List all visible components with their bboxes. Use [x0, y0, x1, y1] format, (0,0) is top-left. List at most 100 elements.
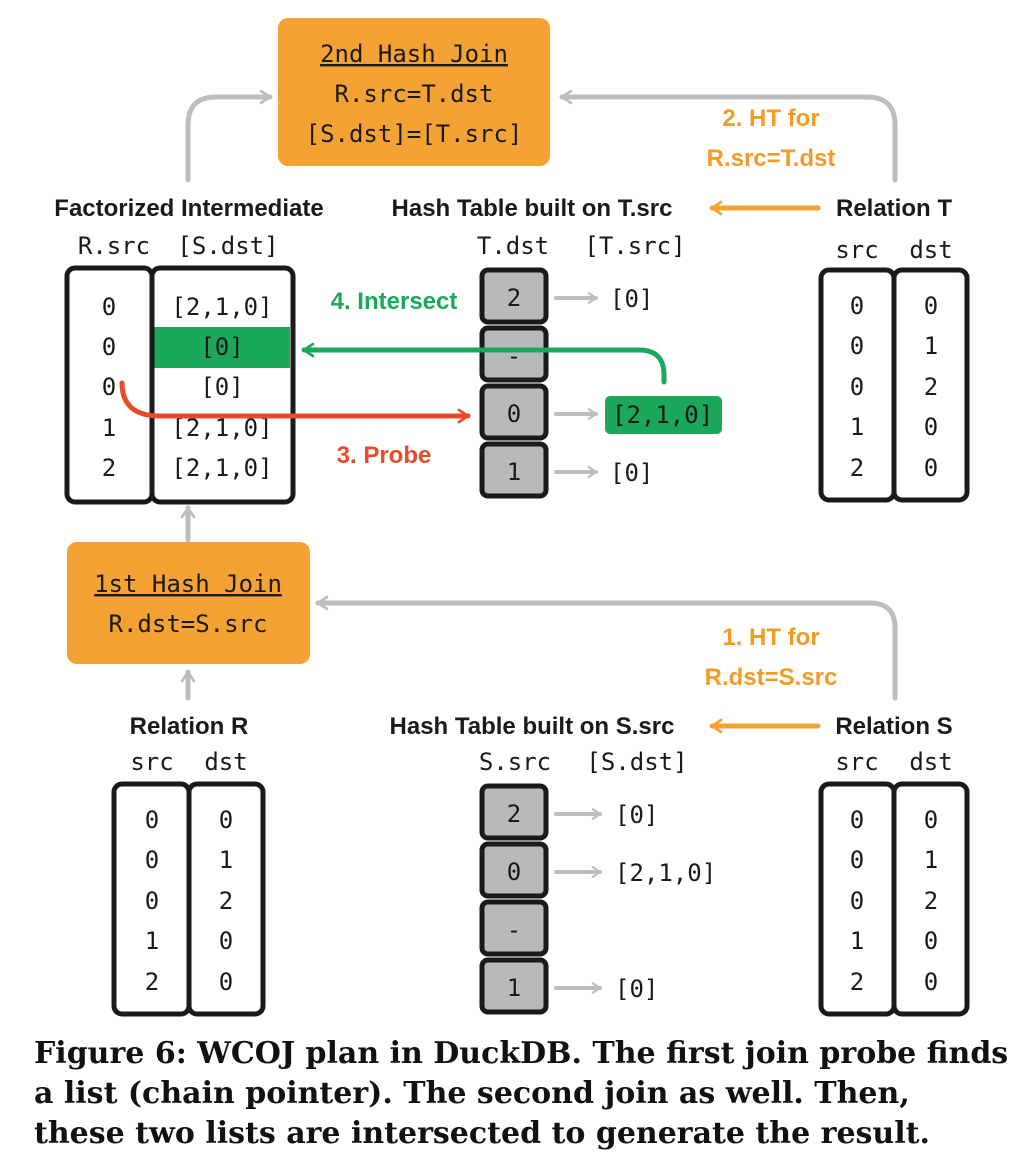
relation-t-src-cell: 2: [850, 454, 864, 482]
relation-r-dst-cell: 1: [219, 846, 233, 874]
relation-r-header-src: src: [130, 748, 173, 776]
ht-t-list: [0]: [610, 285, 653, 313]
join2-title: 2nd Hash Join: [320, 40, 508, 68]
probe-label: 3. Probe: [337, 442, 432, 469]
relation-s-dst-cell: 0: [924, 806, 938, 834]
join1-box: 1st Hash Join R.dst=S.src: [67, 542, 310, 664]
ht-s-list: [0]: [615, 801, 658, 829]
ht-t-table: 2 - 0 1 [0] [2,1,0] [0]: [479, 267, 722, 499]
relation-s-src-cell: 2: [850, 968, 864, 996]
join1-title: 1st Hash Join: [94, 570, 282, 598]
ht-t-header-key: T.dst: [477, 232, 549, 260]
step2-label-line1: 2. HT for: [722, 105, 819, 132]
relation-r-dst-cell: 0: [219, 968, 233, 996]
factorized-table: 0 [2,1,0] 0 [0] 0 [0] 1 [2,1,0] 2 [2,1,0…: [64, 265, 296, 505]
factorized-sdst-cell: [2,1,0]: [171, 454, 272, 482]
probe-arrow: [119, 380, 471, 424]
relation-s-src-cell: 0: [850, 806, 864, 834]
factorized-rsrc-cell: 2: [102, 454, 116, 482]
factorized-rsrc-cell: 1: [102, 414, 116, 442]
factorized-header-rsrc: R.src: [78, 232, 150, 260]
ht-t-list: [0]: [610, 459, 653, 487]
relation-t-title: Relation T: [836, 195, 952, 222]
factorized-rsrc-cell: 0: [102, 333, 116, 361]
flow-arrow-to-join1-right: [315, 595, 898, 701]
factorized-sdst-cell: [0]: [200, 333, 243, 361]
relation-s-src-cell: 1: [850, 927, 864, 955]
relation-r-src-cell: 2: [145, 968, 159, 996]
ht-t-key: 2: [507, 284, 521, 312]
relation-s-dst-cell: 2: [924, 887, 938, 915]
ht-t-key: 0: [507, 400, 521, 428]
relation-s-src-cell: 0: [850, 846, 864, 874]
relation-r-table: 0 0 0 1 2 0 1 2 0 0: [111, 781, 266, 1017]
ht-t-highlight-list: [605, 396, 722, 434]
factorized-title: Factorized Intermediate: [54, 195, 323, 222]
factorized-rsrc-cell: 0: [102, 373, 116, 401]
ht-t-key: -: [507, 342, 521, 370]
step2-label-line2: R.src=T.dst: [707, 145, 836, 172]
ht-s-key: 0: [507, 858, 521, 886]
relation-t-src-cell: 0: [850, 292, 864, 320]
ht-s-key: 1: [507, 974, 521, 1002]
relation-t-header-dst: dst: [909, 236, 952, 264]
relation-s-title: Relation S: [835, 713, 952, 740]
intersect-arrow: [301, 342, 667, 385]
relation-r-src-cell: 0: [145, 887, 159, 915]
step1-label-line2: R.dst=S.src: [705, 664, 838, 691]
ht-s-key: 2: [507, 800, 521, 828]
factorized-header-sdst: [S.dst]: [177, 232, 278, 260]
relation-s-header-dst: dst: [909, 748, 952, 776]
relation-r-header-dst: dst: [204, 748, 247, 776]
relation-s-src-cell: 0: [850, 887, 864, 915]
ht-t-header-list: [T.src]: [584, 232, 685, 260]
factorized-sdst-cell: [2,1,0]: [171, 293, 272, 321]
join2-condition-1: R.src=T.dst: [335, 80, 494, 108]
ht-s-table: 2 0 - 1 [0] [2,1,0] [0]: [479, 783, 716, 1015]
relation-t-src-cell: 1: [850, 413, 864, 441]
relation-r-src-cell: 0: [145, 806, 159, 834]
relation-t-src-cell: 0: [850, 332, 864, 360]
factorized-sdst-cell: [0]: [200, 373, 243, 401]
wcoj-plan-diagram: 2nd Hash Join R.src=T.dst [S.dst]=[T.src…: [54, 18, 970, 1017]
relation-t-dst-cell: 0: [924, 292, 938, 320]
relation-t-dst-cell: 0: [924, 413, 938, 441]
relation-t-src-cell: 0: [850, 373, 864, 401]
relation-r-dst-cell: 2: [219, 887, 233, 915]
relation-s-header-dst-src: src: [835, 748, 878, 776]
relation-s-dst-cell: 0: [924, 927, 938, 955]
factorized-highlight-row: [154, 327, 290, 368]
factorized-rsrc-cell: 0: [102, 293, 116, 321]
relation-t-header-src: src: [835, 236, 878, 264]
factorized-sdst-cell: [2,1,0]: [171, 414, 272, 442]
ht-s-header-key: S.src: [479, 748, 551, 776]
relation-r-dst-cell: 0: [219, 927, 233, 955]
join2-box: 2nd Hash Join R.src=T.dst [S.dst]=[T.src…: [278, 18, 550, 166]
relation-r-src-cell: 1: [145, 927, 159, 955]
ht-s-title: Hash Table built on S.src: [390, 713, 675, 740]
relation-t-dst-cell: 1: [924, 332, 938, 360]
figure-caption: Figure 6: WCOJ plan in DuckDB. The first…: [34, 1036, 1009, 1151]
ht-s-list: [0]: [615, 975, 658, 1003]
relation-s-dst-cell: 1: [924, 846, 938, 874]
ht-s-list: [2,1,0]: [615, 859, 716, 887]
flow-arrow-to-join2-left: [185, 89, 273, 183]
intersect-label: 4. Intersect: [331, 288, 458, 315]
relation-s-dst-cell: 0: [924, 968, 938, 996]
ht-t-key: 1: [507, 458, 521, 486]
relation-t-dst-cell: 0: [924, 454, 938, 482]
step1-label-line1: 1. HT for: [722, 624, 819, 651]
join2-condition-2: [S.dst]=[T.src]: [306, 120, 523, 148]
relation-t-dst-cell: 2: [924, 373, 938, 401]
ht-s-key: -: [507, 916, 521, 944]
ht-s-header-list: [S.dst]: [586, 748, 687, 776]
relation-r-title: Relation R: [130, 713, 249, 740]
flow-arrow-to-join2-right: [559, 89, 898, 183]
relation-r-dst-cell: 0: [219, 806, 233, 834]
relation-t-table: 0 0 0 1 2 0 1 2 0 0: [818, 267, 970, 503]
relation-s-table: 0 0 0 1 2 0 1 2 0 0: [818, 781, 970, 1017]
ht-t-title: Hash Table built on T.src: [392, 195, 673, 222]
relation-r-src-cell: 0: [145, 846, 159, 874]
join1-condition: R.dst=S.src: [109, 610, 268, 638]
